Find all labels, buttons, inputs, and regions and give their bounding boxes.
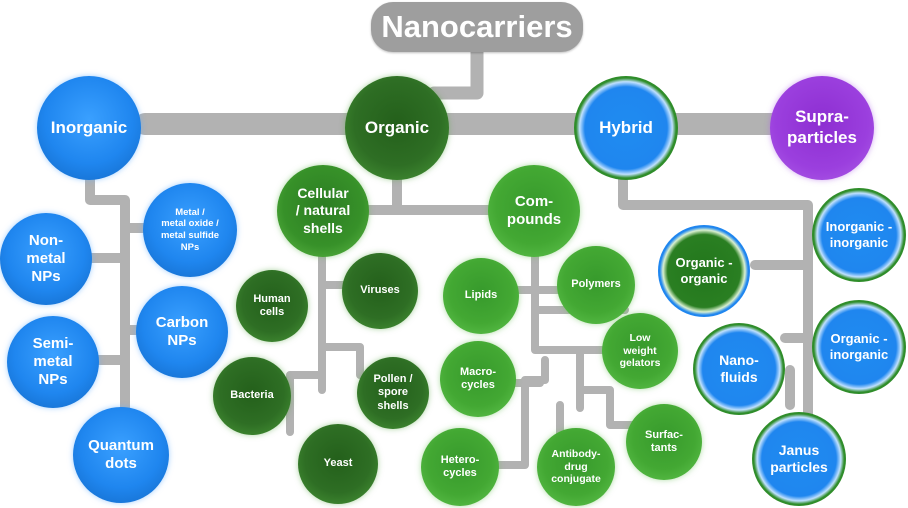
node-hybrid: Hybrid (574, 76, 678, 180)
node-organic: Organic (345, 76, 449, 180)
node-carbon-nps-label: Carbon NPs (155, 313, 209, 349)
node-hybrid-label: Hybrid (599, 117, 653, 137)
node-nonmetal-nps: Non- metal NPs (0, 213, 92, 305)
node-quantum-dots: Quantum dots (73, 407, 169, 503)
node-janus-particles-label: Janus particles (770, 441, 828, 475)
node-lipids: Lipids (443, 258, 519, 334)
node-cellular-shells: Cellular / natural shells (277, 165, 369, 257)
node-organic-label: Organic (364, 117, 430, 137)
node-low-weight-gelators-label: Low weight gelators (619, 331, 661, 370)
node-surfactants: Surfac- tants (626, 404, 702, 480)
node-viruses-label: Viruses (360, 284, 400, 297)
node-organic-organic: Organic - organic (658, 225, 750, 317)
node-antibody-drug-conjugate: Antibody- drug conjugate (537, 428, 615, 506)
node-inorganic-inorganic: Inorganic - inorganic (812, 188, 906, 282)
node-supraparticles: Supra- particles (770, 76, 874, 180)
node-inorganic: Inorganic (37, 76, 141, 180)
node-semimetal-nps-label: Semi- metal NPs (32, 334, 74, 389)
node-polymers-label: Polymers (571, 278, 621, 291)
node-low-weight-gelators: Low weight gelators (602, 313, 678, 389)
node-macrocycles-label: Macro- cycles (459, 365, 497, 391)
node-lipids-label: Lipids (464, 289, 498, 302)
node-human-cells: Human cells (236, 270, 308, 342)
node-inorganic-inorganic-label: Inorganic - inorganic (825, 219, 893, 250)
node-polymers: Polymers (557, 246, 635, 324)
node-macrocycles: Macro- cycles (440, 341, 516, 417)
node-pollen-shells: Pollen / spore shells (357, 357, 429, 429)
node-compounds-label: Com- pounds (506, 192, 562, 228)
node-quantum-dots-label: Quantum dots (88, 436, 154, 472)
page-title: Nanocarriers (381, 9, 573, 44)
node-nanofluids-label: Nano- fluids (719, 351, 759, 385)
node-yeast-label: Yeast (323, 457, 353, 470)
node-semimetal-nps: Semi- metal NPs (7, 316, 99, 408)
node-cellular-shells-label: Cellular / natural shells (295, 185, 351, 236)
node-bacteria: Bacteria (213, 357, 291, 435)
node-heterocycles-label: Hetero- cycles (440, 453, 480, 479)
node-metal-nps: Metal / metal oxide / metal sulfide NPs (143, 183, 237, 277)
node-compounds: Com- pounds (488, 165, 580, 257)
node-supraparticles-label: Supra- particles (787, 107, 857, 147)
node-metal-nps-label: Metal / metal oxide / metal sulfide NPs (160, 206, 220, 253)
node-organic-inorganic-label: Organic - inorganic (829, 331, 889, 362)
node-antibody-drug-conjugate-label: Antibody- drug conjugate (551, 447, 601, 486)
node-human-cells-label: Human cells (253, 292, 291, 318)
node-inorganic-label: Inorganic (50, 117, 128, 137)
node-janus-particles: Janus particles (752, 412, 846, 506)
node-pollen-shells-label: Pollen / spore shells (373, 372, 413, 412)
node-viruses: Viruses (342, 253, 418, 329)
title-box: Nanocarriers (371, 2, 583, 52)
node-heterocycles: Hetero- cycles (421, 428, 499, 506)
node-organic-organic-label: Organic - organic (675, 255, 733, 286)
node-yeast: Yeast (298, 424, 378, 504)
node-carbon-nps: Carbon NPs (136, 286, 228, 378)
node-nonmetal-nps-label: Non- metal NPs (26, 231, 66, 286)
node-bacteria-label: Bacteria (230, 389, 274, 402)
node-organic-inorganic: Organic - inorganic (812, 300, 906, 394)
node-nanofluids: Nano- fluids (693, 323, 785, 415)
node-surfactants-label: Surfac- tants (645, 428, 683, 454)
